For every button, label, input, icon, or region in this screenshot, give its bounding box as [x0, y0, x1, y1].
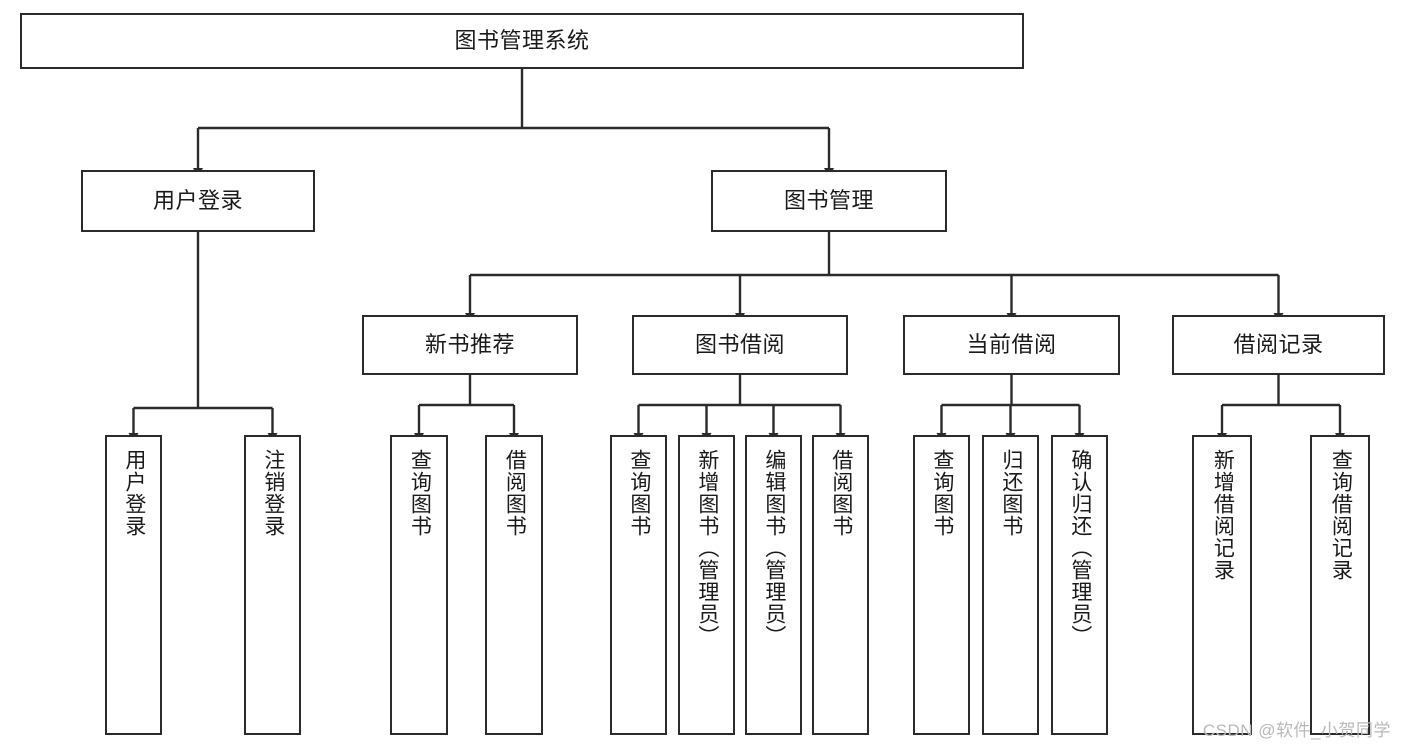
- node-label: 归还图书: [999, 449, 1023, 537]
- node-label: 借阅图书: [503, 449, 527, 537]
- node-label: 图书管理: [783, 187, 874, 213]
- node-label: 图书管理系统: [454, 27, 590, 53]
- node-label: 图书借阅: [694, 331, 785, 357]
- node-label: 编辑图书（管理员）: [762, 449, 786, 647]
- node-label: 查询图书: [930, 449, 954, 537]
- node-label: 借阅记录: [1233, 331, 1324, 357]
- node-leaf_12[interactable]: 查询借阅记录: [1310, 435, 1370, 735]
- node-leaf_3[interactable]: 借阅图书: [485, 435, 543, 735]
- node-l3_3[interactable]: 借阅记录: [1172, 315, 1385, 375]
- node-leaf_2[interactable]: 查询图书: [390, 435, 448, 735]
- node-leaf_6[interactable]: 编辑图书（管理员）: [745, 435, 802, 735]
- node-leaf_1[interactable]: 注销登录: [244, 435, 301, 735]
- node-l3_1[interactable]: 图书借阅: [632, 315, 848, 375]
- node-label: 查询图书: [627, 449, 651, 537]
- node-leaf_9[interactable]: 归还图书: [982, 435, 1039, 735]
- node-label: 注销登录: [261, 449, 285, 537]
- node-label: 新增借阅记录: [1211, 449, 1235, 581]
- node-l3_2[interactable]: 当前借阅: [903, 315, 1120, 375]
- node-leaf_7[interactable]: 借阅图书: [812, 435, 869, 735]
- node-label: 新书推荐: [424, 331, 515, 357]
- node-leaf_8[interactable]: 查询图书: [913, 435, 970, 735]
- node-l2_0[interactable]: 用户登录: [81, 170, 315, 232]
- node-label: 用户登录: [122, 449, 146, 537]
- node-leaf_4[interactable]: 查询图书: [610, 435, 667, 735]
- node-label: 借阅图书: [829, 449, 853, 537]
- node-label: 确认归还（管理员）: [1068, 449, 1092, 647]
- node-label: 用户登录: [152, 187, 243, 213]
- node-l3_0[interactable]: 新书推荐: [362, 315, 578, 375]
- node-label: 查询图书: [408, 449, 432, 537]
- node-label: 当前借阅: [966, 331, 1057, 357]
- node-label: 新增图书（管理员）: [695, 449, 719, 647]
- node-label: 查询借阅记录: [1329, 449, 1353, 581]
- node-l2_1[interactable]: 图书管理: [711, 170, 947, 232]
- watermark: CSDN @软件_小贺同学: [1202, 721, 1391, 740]
- node-leaf_11[interactable]: 新增借阅记录: [1192, 435, 1252, 735]
- node-root[interactable]: 图书管理系统: [20, 13, 1024, 69]
- node-leaf_10[interactable]: 确认归还（管理员）: [1051, 435, 1108, 735]
- node-leaf_0[interactable]: 用户登录: [105, 435, 162, 735]
- node-leaf_5[interactable]: 新增图书（管理员）: [678, 435, 735, 735]
